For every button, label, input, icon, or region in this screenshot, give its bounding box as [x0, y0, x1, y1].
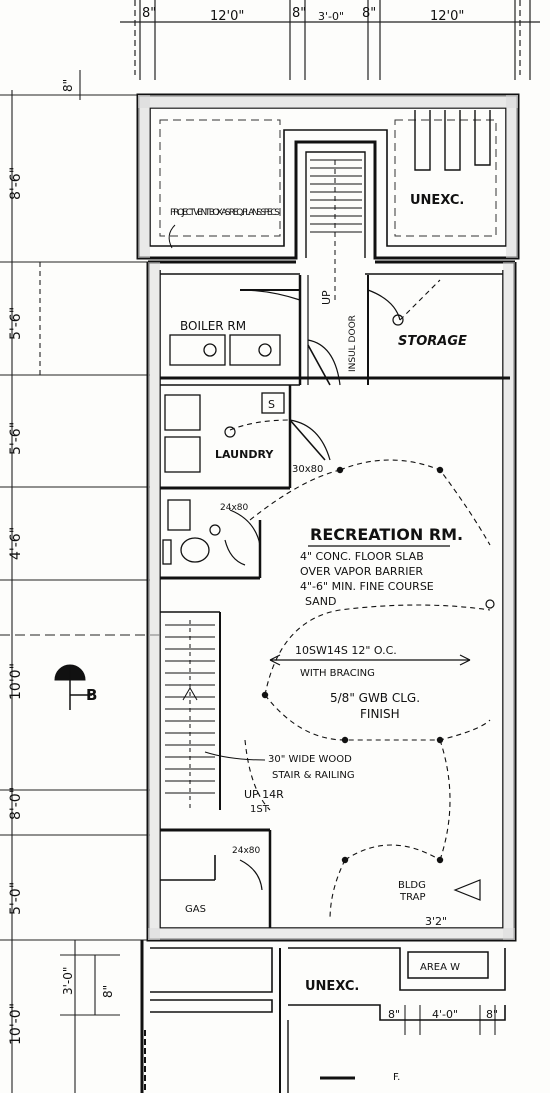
dim-top-1: 8" [142, 6, 156, 21]
stair-up-label: UP [320, 290, 333, 305]
rec-note-2: OVER VAPOR BARRIER [300, 565, 423, 578]
light-fixtures [261, 466, 444, 864]
dim-left-3: 5'-6" [8, 422, 24, 455]
rec-note-3: 4"-6" MIN. FINE COURSE [300, 580, 434, 593]
closet-size-lower: 24x80 [232, 846, 261, 856]
lighting-circuits [229, 279, 491, 921]
dim-bottom-1: 8" [388, 1008, 400, 1021]
interior-walls [160, 140, 510, 928]
dim-top-3: 8" [292, 6, 306, 21]
unexc-top-label: UNEXC. [410, 193, 464, 208]
unexc-bottom-label: UNEXC. [305, 979, 359, 994]
rec-note-4: SAND [305, 595, 336, 608]
toilet-room [162, 499, 210, 565]
dim-top-5: 8" [362, 6, 376, 21]
stair-note-1: 30" WIDE WOOD [268, 754, 352, 765]
bldg-trap-1: BLDG [398, 880, 426, 891]
dim-left-4: 4'-6" [8, 527, 24, 560]
storage-label: STORAGE [398, 334, 467, 349]
stair-first-note: 1ST [250, 804, 270, 815]
vent-note: PROJECT VENT BOX AS REQ. PLANS SPECS [170, 208, 280, 218]
section-letter: B [86, 686, 97, 704]
insul-door-label: INSUL DOOR [348, 315, 358, 372]
laundry-label: LAUNDRY [215, 448, 274, 461]
areaway-label: AREA W [420, 962, 460, 973]
dim-left-11: 8" [61, 79, 75, 92]
laundry-equipment: S [164, 392, 285, 473]
joist-note: 10SW14S 12" O.C. [295, 644, 397, 657]
laundry-s-label: S [268, 398, 275, 411]
stair-note-2: STAIR & RAILING [272, 770, 355, 781]
dim-top-6: 12'0" [430, 9, 464, 24]
gwb-note-1: 5/8" GWB CLG. [330, 691, 420, 705]
foundation-walls [136, 93, 520, 1093]
dim-bottom-4: 3'2" [425, 915, 447, 928]
dim-top-2: 12'0" [210, 9, 244, 24]
recreation-title: RECREATION RM. [310, 525, 463, 544]
dim-left-8: 10'-0" [8, 1003, 24, 1045]
dim-left-7: 5'-0" [8, 882, 24, 915]
dim-top-4: 3'-0" [318, 10, 344, 23]
door-size-label: 30x80 [292, 464, 323, 475]
dim-left-9: 3'-0" [61, 967, 75, 995]
top-dimension-labels: 8" 12'0" 8" 3'-0" 8" 12'0" [142, 6, 464, 24]
left-dimension-lines [0, 70, 160, 1093]
boiler-equipment [169, 334, 281, 366]
stair-lower [165, 620, 215, 810]
boiler-room-label: BOILER RM [180, 319, 246, 333]
doors [224, 289, 401, 891]
gwb-note-2: FINISH [360, 707, 400, 721]
dim-left-6: 8'-0" [8, 787, 24, 820]
stair-up-note: UP 14R [244, 788, 284, 801]
dim-left-2: 5'-6" [8, 307, 24, 340]
top-dimension-lines [120, 0, 540, 80]
page-mark: F. [393, 1072, 400, 1083]
ceiling-fixtures [209, 314, 495, 609]
rec-note-1: 4" CONC. FLOOR SLAB [300, 550, 424, 563]
gas-label: GAS [185, 904, 206, 915]
bottom-dimension-lines [380, 1005, 505, 1035]
stair-upper [310, 159, 362, 300]
bldg-trap-2: TRAP [399, 892, 426, 903]
dim-left-1: 8'-6" [8, 167, 24, 200]
left-dimension-labels: 8'-6" 5'-6" 5'-6" 4'-6" 10'0" 8'-0" 5'-0… [8, 79, 115, 1045]
dim-left-5: 10'0" [8, 663, 24, 700]
section-marker: B [54, 664, 97, 710]
dim-bottom-2: 4'-0" [432, 1008, 458, 1021]
dim-bottom-3: 8" [486, 1008, 498, 1021]
closet-size-upper: 24x80 [220, 503, 249, 513]
dim-left-10: 8" [101, 985, 115, 998]
bracing-note: WITH BRACING [300, 668, 375, 679]
